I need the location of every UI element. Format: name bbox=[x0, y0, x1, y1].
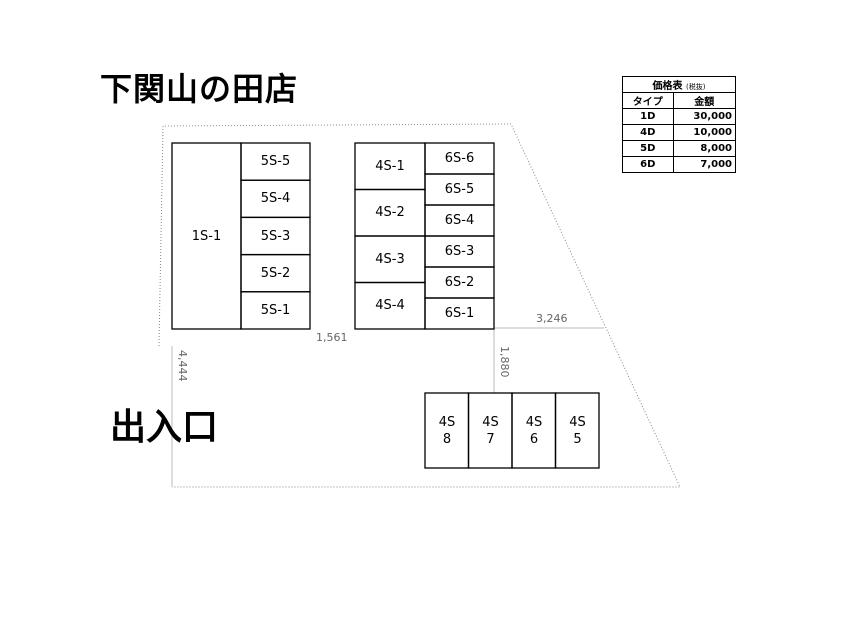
unit-5s-3[interactable]: 5S-3 bbox=[260, 228, 291, 244]
unit-4s-3[interactable]: 4S-3 bbox=[375, 251, 405, 267]
dimension-1880: 1,880 bbox=[498, 346, 511, 378]
unit-4s-5-outline bbox=[554, 392, 600, 469]
price-table-caption: 価格表 (税抜) bbox=[622, 76, 736, 93]
price-table-row: 1D 30,000 bbox=[622, 108, 737, 125]
unit-6s-6[interactable]: 6S-6 bbox=[444, 151, 475, 166]
unit-4s-2[interactable]: 4S-2 bbox=[375, 205, 405, 220]
price-table-header-type: タイプ bbox=[622, 92, 674, 109]
unit-6s-1-outline bbox=[424, 297, 495, 330]
unit-4s-6[interactable]: 4S 6 bbox=[525, 414, 543, 447]
unit-4s-7[interactable]: 4S 7 bbox=[482, 414, 499, 447]
unit-6s-4[interactable]: 6S-4 bbox=[444, 213, 475, 228]
price-table-row: 5D 8,000 bbox=[622, 140, 737, 157]
price-table: 価格表 (税抜) タイプ 金額 1D 30,000 4D 10,000 5D 8… bbox=[622, 76, 737, 173]
dimension-1561: 1,561 bbox=[316, 331, 348, 344]
entrance-label: 出入口 bbox=[110, 407, 219, 448]
unit-4s-8[interactable]: 4S 8 bbox=[438, 414, 456, 447]
unit-6s-5[interactable]: 6S-5 bbox=[444, 182, 475, 197]
site-boundary bbox=[158, 123, 681, 488]
unit-6s-1[interactable]: 6S-1 bbox=[444, 306, 475, 321]
price-table-row: 4D 10,000 bbox=[622, 124, 737, 141]
unit-5s-2[interactable]: 5S-2 bbox=[260, 266, 291, 281]
unit-5s-4[interactable]: 5S-4 bbox=[260, 191, 291, 206]
unit-4s-1[interactable]: 4S-1 bbox=[375, 158, 405, 174]
unit-5s-1[interactable]: 5S-1 bbox=[260, 303, 291, 318]
unit-4s-5[interactable]: 4S 5 bbox=[569, 414, 586, 447]
price-table-header-price: 金額 bbox=[672, 92, 737, 109]
page-title: 下関山の田店 bbox=[100, 70, 299, 108]
dimension-4444: 4,444 bbox=[176, 350, 189, 382]
unit-5s-1-outline bbox=[240, 291, 311, 330]
unit-4s-4[interactable]: 4S-4 bbox=[375, 298, 405, 313]
price-table-row: 6D 7,000 bbox=[622, 156, 737, 173]
unit-5s-5[interactable]: 5S-5 bbox=[260, 154, 291, 169]
dimension-3246: 3,246 bbox=[536, 312, 568, 325]
unit-6s-2[interactable]: 6S-2 bbox=[444, 275, 475, 290]
unit-1s-1[interactable]: 1S-1 bbox=[191, 228, 222, 244]
unit-6s-3[interactable]: 6S-3 bbox=[444, 244, 475, 259]
